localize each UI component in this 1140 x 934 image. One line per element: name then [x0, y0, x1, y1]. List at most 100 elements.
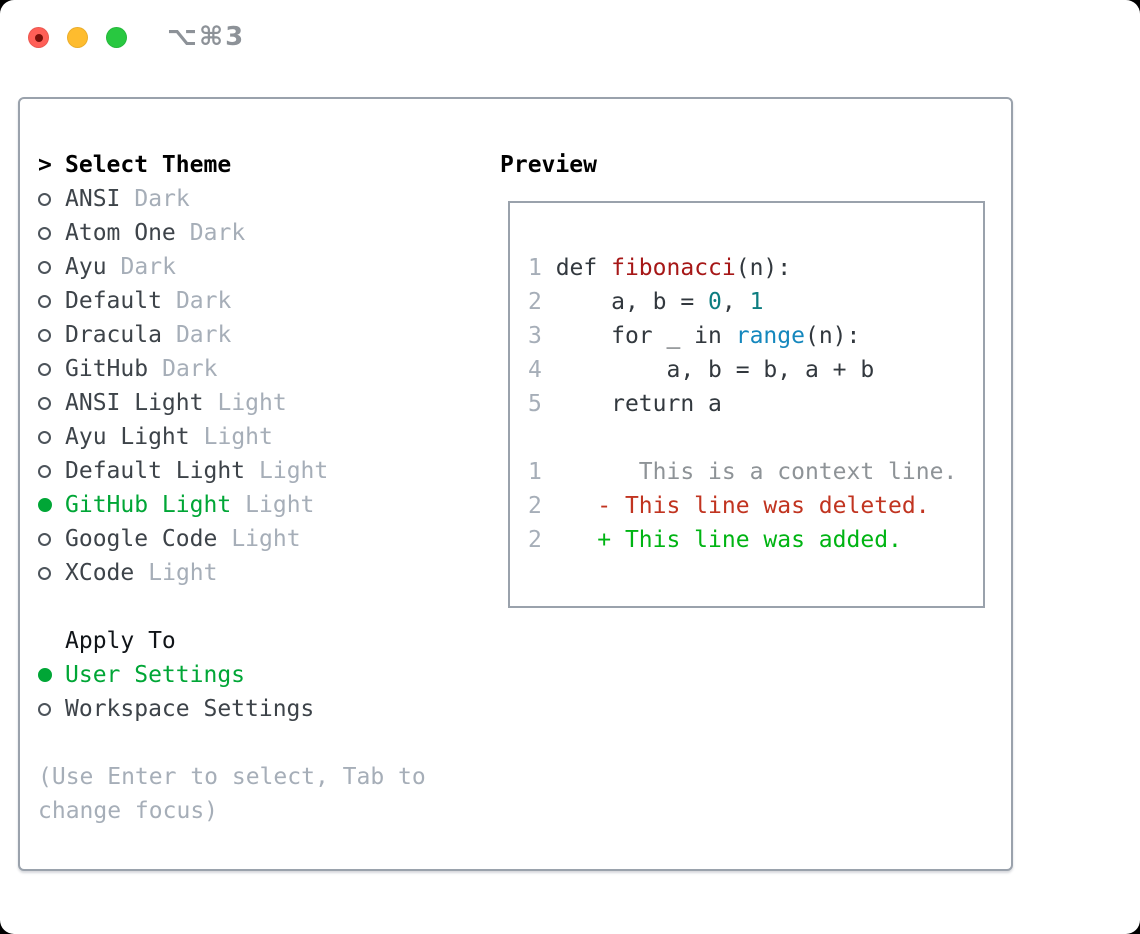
radio-cell: [38, 532, 65, 546]
theme-list-title: Select Theme: [65, 152, 232, 178]
radio-icon: [38, 260, 51, 274]
preview-column: Preview: [500, 148, 597, 182]
theme-label: ANSI Light: [65, 390, 204, 416]
radio-icon: [38, 532, 51, 546]
theme-variant: Dark: [189, 220, 246, 246]
preview-header: Preview: [500, 148, 597, 182]
preview-pane: 1 def fibonacci(n): 2 a, b = 0, 1 3 for _ …: [508, 201, 985, 608]
theme-label: XCode: [65, 560, 135, 586]
radio-cell: [38, 226, 65, 240]
theme-variant: Light: [148, 560, 218, 586]
theme-option[interactable]: Atom One Dark: [38, 216, 478, 250]
radio-cell: [38, 294, 65, 308]
zoom-button[interactable]: [106, 27, 127, 48]
selection-cursor-icon: >: [38, 152, 52, 178]
theme-label: Default Light: [65, 458, 246, 484]
theme-variant: Light: [245, 492, 315, 518]
theme-label: Ayu: [65, 254, 107, 280]
spacer: [38, 726, 478, 760]
radio-icon: [38, 396, 51, 410]
preview-line: 3 for _ in range(n):: [528, 323, 861, 349]
theme-variant: Dark: [175, 288, 232, 314]
theme-option[interactable]: GitHub Dark: [38, 352, 478, 386]
theme-option[interactable]: ANSI Light Light: [38, 386, 478, 420]
theme-variant: Dark: [175, 322, 232, 348]
radio-cell: [38, 566, 65, 580]
theme-variant: Dark: [162, 356, 218, 382]
radio-cell: [38, 260, 65, 274]
traffic-lights: [28, 27, 127, 48]
preview-line: 1 def fibonacci(n):: [528, 255, 792, 281]
apply-option-label: User Settings: [65, 662, 246, 688]
theme-option[interactable]: Dracula Dark: [38, 318, 478, 352]
apply-to-header: Apply To: [38, 624, 478, 658]
theme-list-header: > Select Theme: [38, 148, 478, 182]
theme-variant: Dark: [134, 186, 190, 212]
radio-icon: [38, 328, 51, 342]
radio-icon: [38, 226, 51, 240]
radio-selected-icon: [38, 668, 52, 682]
theme-variant: Light: [217, 390, 287, 416]
theme-label: GitHub: [65, 356, 149, 382]
spacer: [38, 590, 478, 624]
apply-option[interactable]: Workspace Settings: [38, 692, 478, 726]
apply-option[interactable]: User Settings: [38, 658, 478, 692]
preview-title: Preview: [500, 152, 597, 178]
radio-icon: [38, 294, 51, 308]
radio-cell: [38, 498, 65, 512]
preview-line: 1 This is a context line.: [528, 459, 958, 485]
close-button[interactable]: [28, 27, 49, 48]
radio-icon: [38, 464, 51, 478]
theme-label: Atom One: [65, 220, 176, 246]
theme-label: Default: [65, 288, 162, 314]
theme-label: Google Code: [65, 526, 218, 552]
radio-selected-icon: [38, 498, 52, 512]
theme-label: Dracula: [65, 322, 162, 348]
theme-option[interactable]: Ayu Dark: [38, 250, 478, 284]
radio-cell: [38, 464, 65, 478]
radio-cell: [38, 192, 65, 206]
preview-line: 5 return a: [528, 391, 722, 417]
preview-line: 2 a, b = 0, 1: [528, 289, 764, 315]
theme-variant: Light: [231, 526, 301, 552]
radio-icon: [38, 192, 51, 206]
radio-cell: [38, 430, 65, 444]
titlebar: ⌥⌘3: [0, 0, 1140, 75]
window-title: ⌥⌘3: [167, 22, 246, 52]
theme-variant: Light: [259, 458, 329, 484]
radio-cell: [38, 328, 65, 342]
theme-option[interactable]: ANSI Dark: [38, 182, 478, 216]
radio-icon: [38, 702, 51, 716]
apply-to-title: Apply To: [65, 628, 176, 654]
theme-variant: Dark: [120, 254, 176, 280]
radio-icon: [38, 362, 51, 376]
radio-cell: [38, 668, 65, 682]
preview-line: 2 - This line was deleted.: [528, 493, 930, 519]
theme-option[interactable]: Google Code Light: [38, 522, 478, 556]
theme-option[interactable]: Default Light Light: [38, 454, 478, 488]
code-block: 1 def fibonacci(n): 2 a, b = 0, 1 3 for _ …: [510, 203, 983, 557]
theme-option[interactable]: Default Dark: [38, 284, 478, 318]
radio-cell: [38, 362, 65, 376]
radio-icon: [38, 566, 51, 580]
radio-cell: [38, 702, 65, 716]
theme-option[interactable]: XCode Light: [38, 556, 478, 590]
minimize-button[interactable]: [67, 27, 88, 48]
radio-icon: [38, 430, 51, 444]
theme-label: Ayu Light: [65, 424, 190, 450]
theme-label: GitHub Light: [65, 492, 232, 518]
theme-option[interactable]: GitHub Light Light: [38, 488, 478, 522]
preview-line: [528, 421, 983, 455]
preview-line: 4 a, b = b, a + b: [528, 357, 875, 383]
apply-option-label: Workspace Settings: [65, 696, 315, 722]
theme-label: ANSI: [65, 186, 121, 212]
radio-cell: [38, 396, 65, 410]
close-dot-icon: [34, 33, 43, 42]
preview-line: 2 + This line was added.: [528, 527, 902, 553]
